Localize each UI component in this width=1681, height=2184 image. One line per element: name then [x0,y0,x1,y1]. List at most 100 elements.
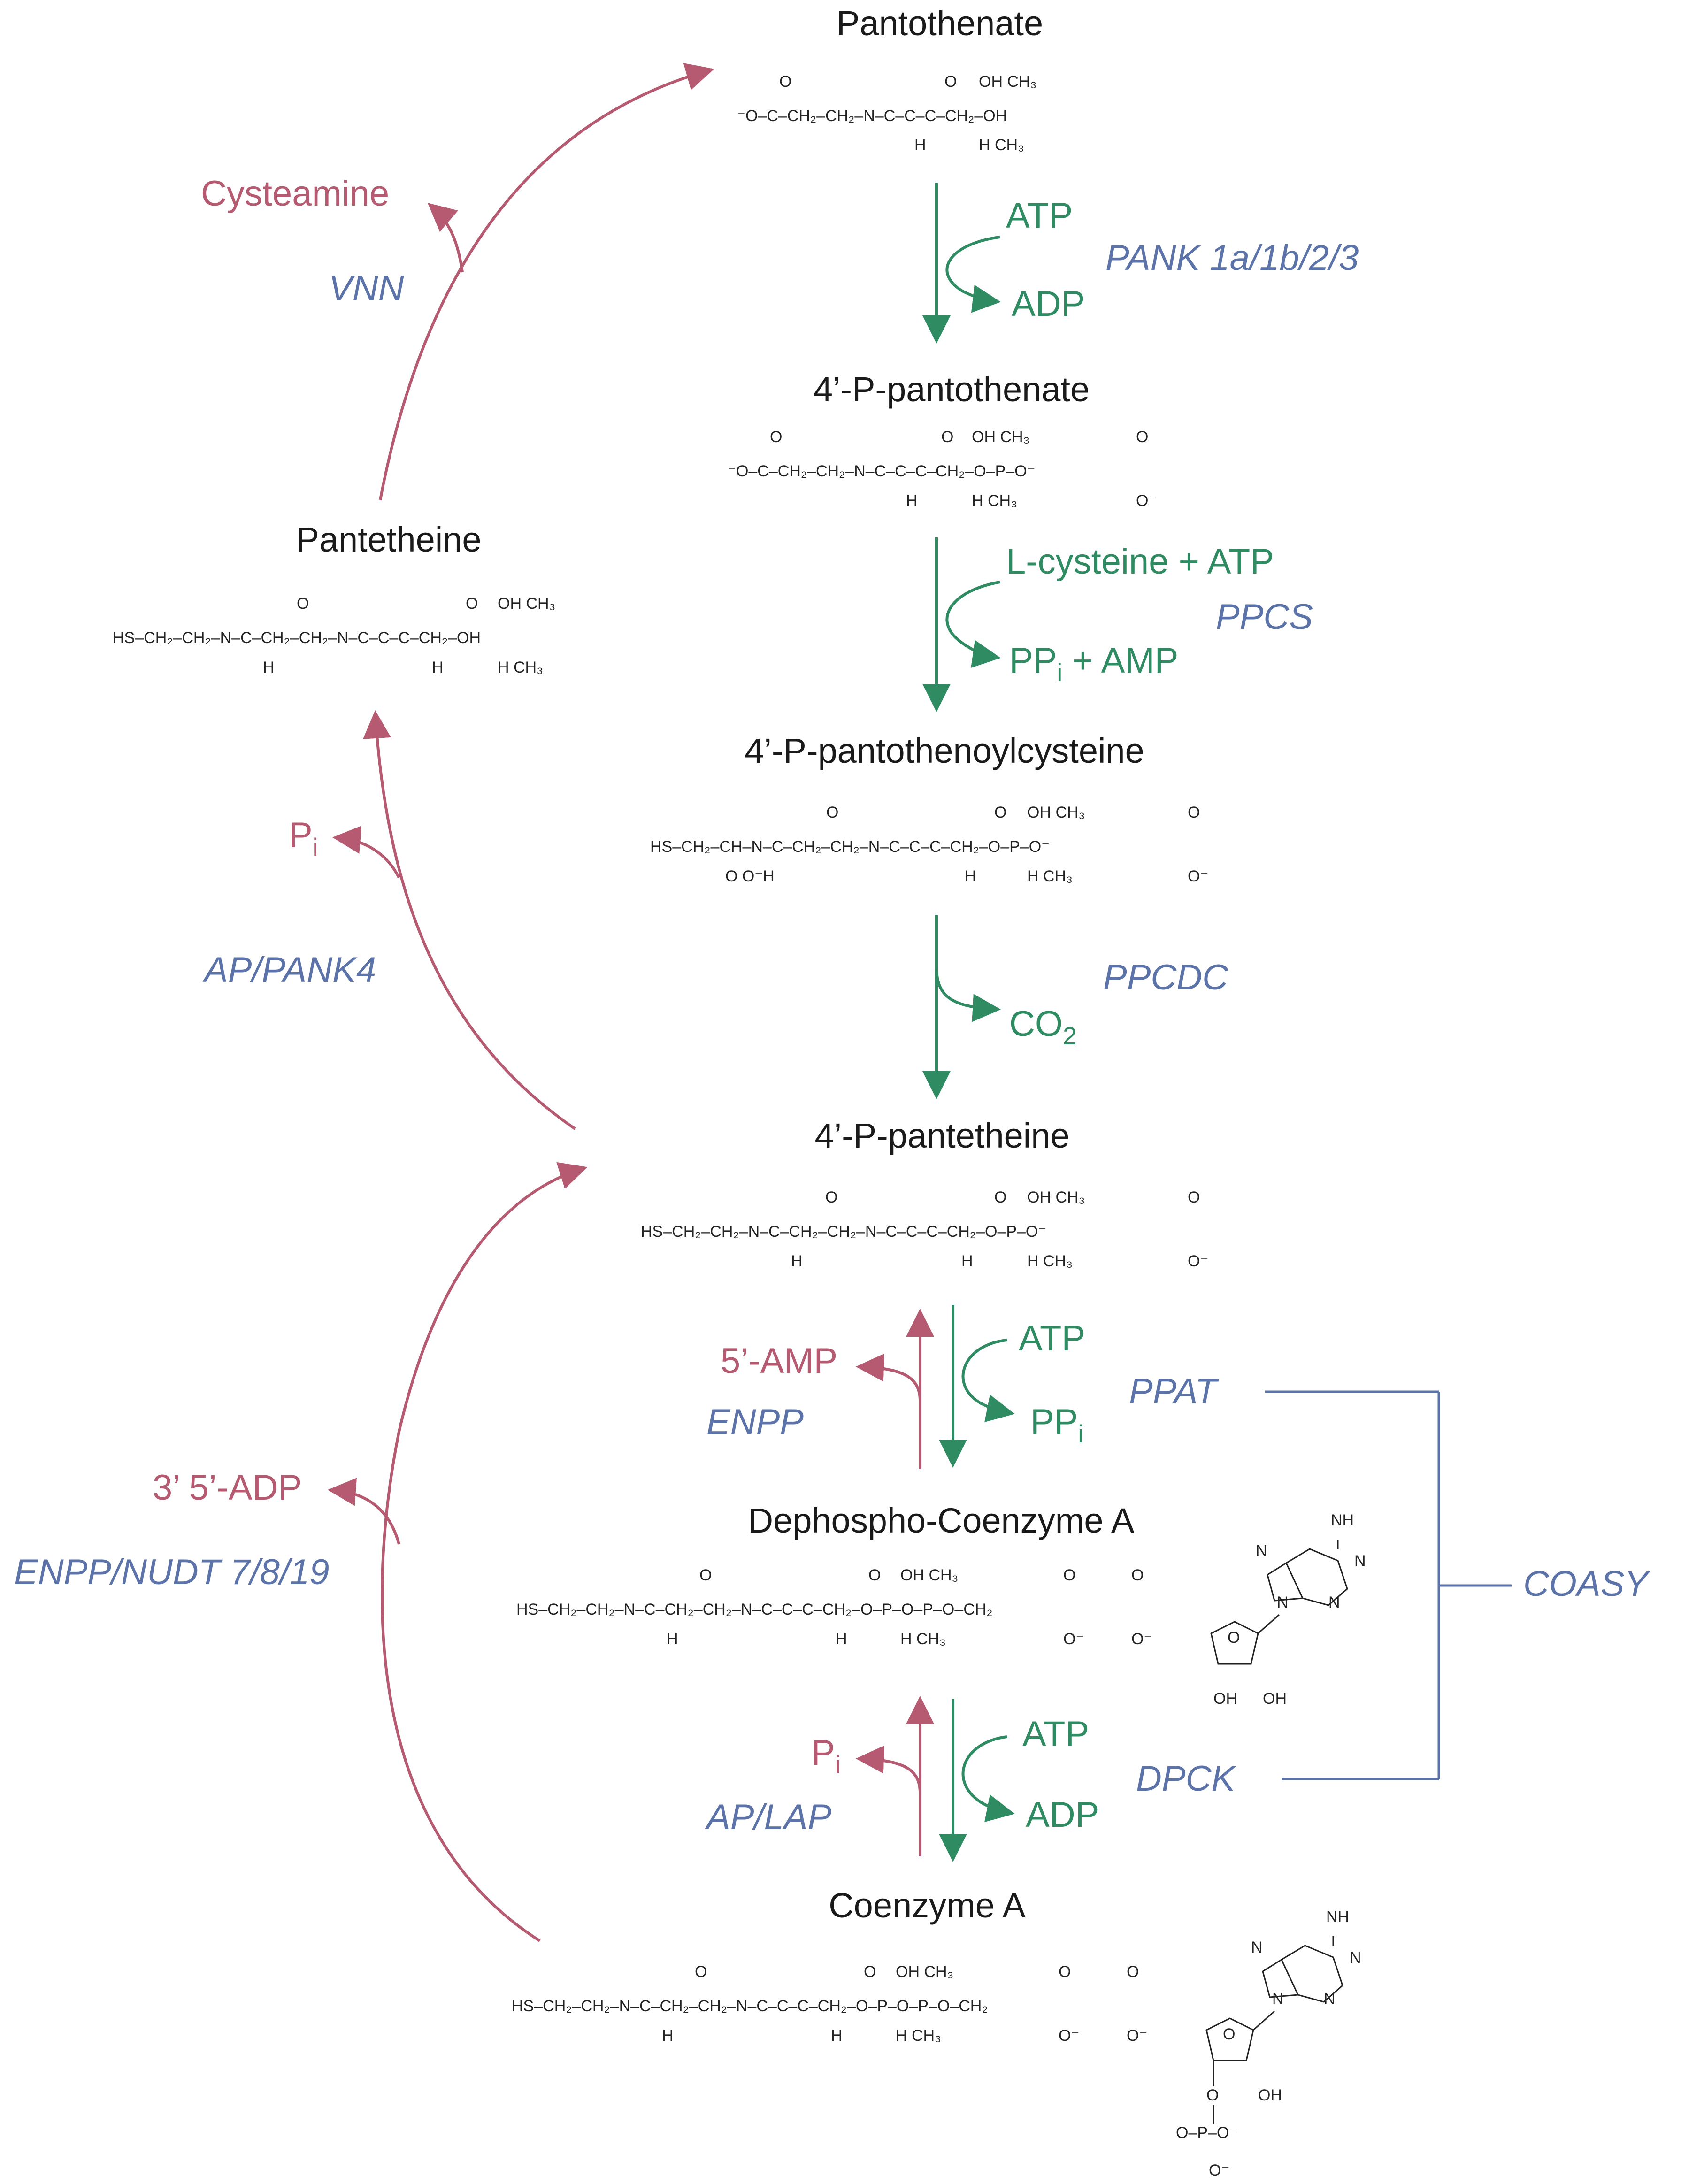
svg-text:⁻O–C–CH₂–CH₂–N–C–C–C–CH₂–O–P–O: ⁻O–C–CH₂–CH₂–N–C–C–C–CH₂–O–P–O⁻ [728,462,1036,480]
svg-text:N: N [1277,1594,1289,1611]
svg-text:H CH₃: H CH₃ [900,1630,946,1648]
metabolite-pantetheine: Pantetheine [296,520,481,559]
svg-text:H: H [914,136,926,154]
arrow-vnn-cysteamine [427,203,464,273]
svg-text:OH CH₃: OH CH₃ [1027,804,1085,821]
svg-text:H: H [432,659,444,676]
metabolite-pantothenate: Pantothenate [837,4,1043,43]
svg-text:N: N [1251,1939,1263,1956]
product-cysteamine: Cysteamine [201,174,389,214]
metabolite-coenzyme-a: Coenzyme A [829,1886,1026,1925]
svg-text:O: O [779,73,791,91]
product-pi-ap-pank4: Pi [289,815,318,861]
label-adp-pank: ADP [1012,284,1085,324]
structure-4p-pantothenate: ⁻O–C–CH₂–CH₂–N–C–C–C–CH₂–O–P–O⁻ O O OH C… [728,428,1157,510]
product-5-amp: 5’-AMP [721,1341,837,1381]
svg-text:O: O [944,73,957,91]
svg-text:O: O [825,1188,837,1206]
svg-text:H: H [791,1252,803,1270]
enzyme-pank: PANK 1a/1b/2/3 [1105,238,1359,278]
arrow-enpp-nudt-adp [328,1478,400,1545]
svg-text:HS–CH₂–CH₂–N–C–CH₂–CH₂–N–C–C–C: HS–CH₂–CH₂–N–C–CH₂–CH₂–N–C–C–C–CH₂–O–P–O… [516,1601,993,1618]
product-pi-ap-lap: Pi [811,1733,841,1779]
structure-4p-pantothenoylcysteine: HS–CH₂–CH–N–C–CH₂–CH₂–N–C–C–C–CH₂–O–P–O⁻… [650,804,1208,885]
svg-text:H: H [961,1252,973,1270]
enzyme-coasy: COASY [1523,1564,1650,1604]
enzyme-ppcs: PPCS [1216,597,1313,637]
structure-dephospho-coa: HS–CH₂–CH₂–N–C–CH₂–CH₂–N–C–C–C–CH₂–O–P–O… [516,1511,1366,1708]
svg-text:O: O [1188,1188,1200,1206]
metabolite-4p-pantothenoylcysteine: 4’-P-pantothenoylcysteine [745,731,1144,770]
arrow-enpp-amp [856,1353,921,1402]
svg-text:O: O [1136,428,1148,446]
svg-text:OH: OH [1258,2086,1282,2104]
arrow-vnn [379,63,714,500]
svg-text:OH CH₃: OH CH₃ [972,428,1029,446]
svg-text:OH CH₃: OH CH₃ [896,1963,953,1981]
svg-text:H CH₃: H CH₃ [979,136,1024,154]
svg-text:N: N [1354,1552,1366,1570]
svg-text:OH CH₃: OH CH₃ [498,595,555,613]
enzyme-ap-lap: AP/LAP [705,1797,831,1837]
svg-text:O⁻: O⁻ [1209,2161,1229,2179]
svg-text:O: O [297,595,309,613]
svg-text:N: N [1256,1542,1267,1560]
product-3-5-adp: 3’ 5’-ADP [153,1468,302,1508]
svg-text:O: O [1206,2086,1219,2104]
svg-text:H: H [263,659,275,676]
svg-text:H CH₃: H CH₃ [1027,1252,1073,1270]
arrow-enpp-nudt [380,1162,588,1942]
coasy-bracket [1265,1390,1512,1780]
svg-text:H: H [965,867,976,885]
label-co2: CO2 [1009,1004,1077,1050]
svg-text:O–P–O⁻: O–P–O⁻ [1176,2124,1237,2142]
svg-text:HS–CH₂–CH₂–N–C–CH₂–CH₂–N–C–C–C: HS–CH₂–CH₂–N–C–CH₂–CH₂–N–C–C–C–CH₂–O–P–O… [512,1997,988,2015]
svg-text:H: H [831,2027,843,2045]
svg-text:O: O [1131,1566,1144,1584]
structure-coenzyme-a: HS–CH₂–CH₂–N–C–CH₂–CH₂–N–C–C–C–CH₂–O–P–O… [512,1908,1361,2179]
label-ppi-amp: PPi + AMP [1009,641,1178,687]
svg-text:H: H [662,2027,674,2045]
svg-text:⁻O–C–CH₂–CH₂–N–C–C–C–CH₂–OH: ⁻O–C–CH₂–CH₂–N–C–C–C–CH₂–OH [737,107,1007,125]
label-ppi-ppat: PPi [1030,1402,1083,1448]
svg-text:HS–CH₂–CH₂–N–C–CH₂–CH₂–N–C–C–C: HS–CH₂–CH₂–N–C–CH₂–CH₂–N–C–C–C–CH₂–OH [113,629,481,647]
svg-text:H CH₃: H CH₃ [896,2027,941,2045]
svg-text:OH CH₃: OH CH₃ [1027,1188,1085,1206]
enzyme-ppat: PPAT [1129,1372,1219,1411]
svg-text:H CH₃: H CH₃ [972,492,1017,510]
metabolite-dephospho-coa: Dephospho-Coenzyme A [748,1501,1135,1540]
svg-text:O: O [1228,1629,1240,1647]
svg-text:O: O [941,428,953,446]
svg-text:O: O [864,1963,876,1981]
metabolite-4p-pantetheine: 4’-P-pantetheine [814,1116,1069,1155]
svg-text:O⁻: O⁻ [1136,492,1157,510]
svg-text:O: O [1188,804,1200,821]
svg-text:HS–CH₂–CH₂–N–C–CH₂–CH₂–N–C–C–C: HS–CH₂–CH₂–N–C–CH₂–CH₂–N–C–C–C–CH₂–O–P–O… [641,1223,1046,1241]
arrow-ap-lap-pi [856,1745,921,1793]
enzyme-ppcdc: PPCDC [1103,958,1228,997]
label-lcysteine-atp: L-cysteine + ATP [1006,542,1274,582]
metabolite-4p-pantothenate: 4’-P-pantothenate [814,370,1090,409]
svg-text:N: N [1350,1949,1361,1967]
arrow-ppcdc-co2 [935,966,1001,1022]
svg-text:O⁻: O⁻ [1063,1630,1084,1648]
svg-text:O⁻: O⁻ [1059,2027,1079,2045]
structure-pantothenate: ⁻O–C–CH₂–CH₂–N–C–C–C–CH₂–OH O O OH CH₃ H… [737,73,1036,154]
svg-text:O: O [868,1566,881,1584]
svg-text:O: O [695,1963,707,1981]
label-atp-ppat: ATP [1019,1318,1085,1358]
arrow-ap-pank4-pi [332,826,400,879]
enzyme-enpp: ENPP [706,1402,804,1442]
svg-text:O⁻: O⁻ [1188,1252,1208,1270]
svg-text:H: H [836,1630,847,1648]
svg-text:H CH₃: H CH₃ [498,659,543,676]
structure-pantetheine: HS–CH₂–CH₂–N–C–CH₂–CH₂–N–C–C–C–CH₂–OH O … [113,595,555,676]
enzyme-ap-pank4: AP/PANK4 [202,950,376,990]
svg-text:O: O [770,428,782,446]
svg-text:O: O [466,595,478,613]
svg-text:O: O [1059,1963,1071,1981]
svg-text:O⁻: O⁻ [1188,867,1208,885]
svg-text:O: O [1127,1963,1139,1981]
svg-text:O: O [994,1188,1006,1206]
